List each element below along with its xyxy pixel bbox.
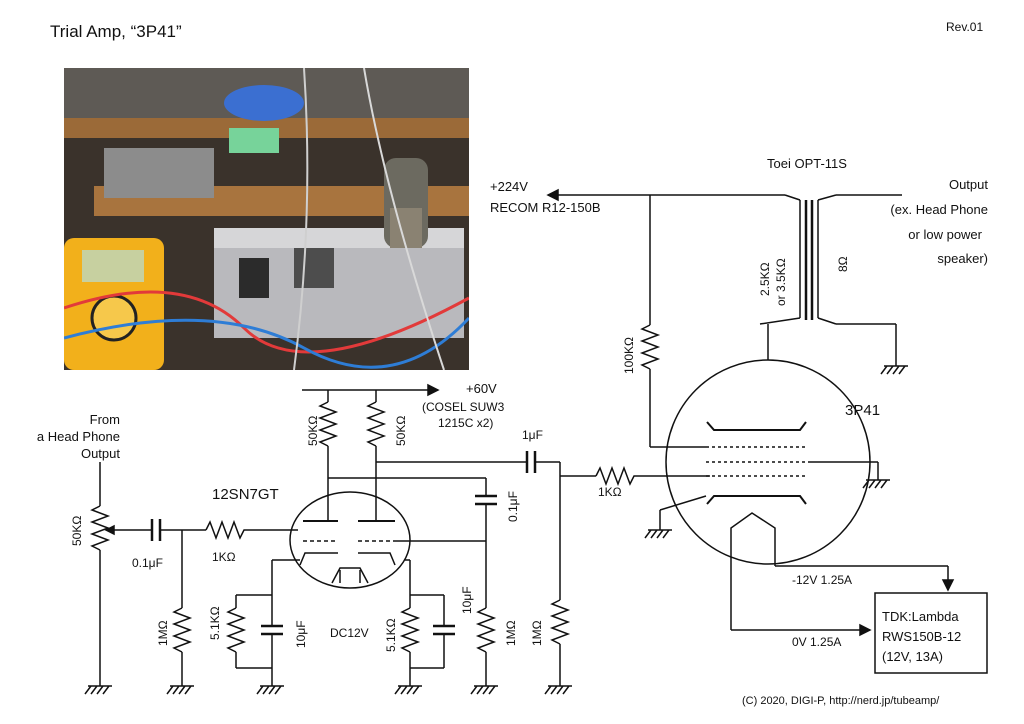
output-label-1: Output [948,177,988,192]
second-grid-leak [395,540,497,686]
power-tube-electrodes [706,421,808,545]
hv-module-label: RECOM R12-150B [490,200,601,215]
coupling-cap-label: 1μF [522,428,543,442]
page-title: Trial Amp, “3P41” [50,22,182,41]
input-capacitor [122,519,206,541]
heater-supply-name-2: RWS150B-12 [882,629,962,644]
power-grid-stopper [595,465,710,487]
output-label-2: (ex. Head Phone [890,202,988,217]
grid-stopper-resistor [205,519,298,541]
copyright-credit: (C) 2020, DIGI-P, http://nerd.jp/tubeamp… [742,695,940,707]
cathode-resistor-2-label: 5.1KΩ [384,618,398,652]
grid-leak-resistor [171,530,193,686]
driver-tube-envelope [289,491,411,589]
power-tube-label: 3P41 [845,402,881,419]
revision-label: Rev.01 [946,20,984,34]
power-grid-leak [549,462,596,686]
heater-supply-name-3: (12V, 13A) [882,649,943,664]
input-cap-label: 0.1μF [132,556,163,570]
grid-leak-label: 1MΩ [156,620,170,646]
grid-stopper-label: 1KΩ [212,550,236,564]
input-label-1: From [89,412,120,427]
plate-resistor-2-label: 50KΩ [394,415,408,446]
amp-photo [64,68,469,370]
power-tube-grounds [659,461,879,530]
transformer-primary-label-2: or 3.5KΩ [774,258,788,306]
cathode-network-right [399,559,455,686]
hv-supply-line [546,188,785,448]
output-transformer [759,194,902,366]
cathode-network-left [225,559,300,686]
heater-voltage-label: DC12V [330,626,369,640]
plate-resistors [302,383,440,521]
transformer-primary-label-1: 2.5KΩ [758,262,772,296]
second-grid-leak-label: 1MΩ [504,620,518,646]
output-label-4: speaker) [937,251,988,266]
bypass-cap-label: 0.1μF [506,491,520,522]
hv-voltage-label: +224V [490,179,528,194]
heater-supply-box [874,592,988,674]
plate-resistor-1-label: 50KΩ [306,415,320,446]
driver-tube-label: 12SN7GT [212,486,279,503]
power-grid-leak-label: 1MΩ [530,620,544,646]
input-label-3: Output [80,446,120,461]
volume-pot-label: 50KΩ [70,515,84,546]
heater-zero-label: 0V 1.25A [792,635,842,649]
screen-resistor-label: 100KΩ [622,337,636,374]
input-label-2: a Head Phone [36,429,120,444]
cathode-resistor-1-label: 5.1KΩ [208,606,222,640]
cathode-cap-1-label: 10μF [294,620,308,648]
driver-tube-electrodes [299,520,396,584]
ground-symbols [84,365,908,695]
lv-module-label-2: 1215C x2) [438,416,494,430]
heater-wiring [339,545,955,637]
output-label-3: or low power [908,227,982,242]
cathode-cap-2-label: 10μF [460,586,474,614]
amp-photo-illustration [64,68,469,370]
transformer-name-label: Toei OPT-11S [767,156,847,171]
heater-negative-label: -12V 1.25A [792,573,853,587]
heater-supply-name-1: TDK:Lambda [882,609,959,624]
lv-module-label-1: (COSEL SUW3 [422,400,505,414]
power-grid-stopper-label: 1KΩ [598,485,622,499]
coupling-network [328,451,560,604]
lv-voltage-label: +60V [466,381,497,396]
input-volume-pot [89,462,122,686]
